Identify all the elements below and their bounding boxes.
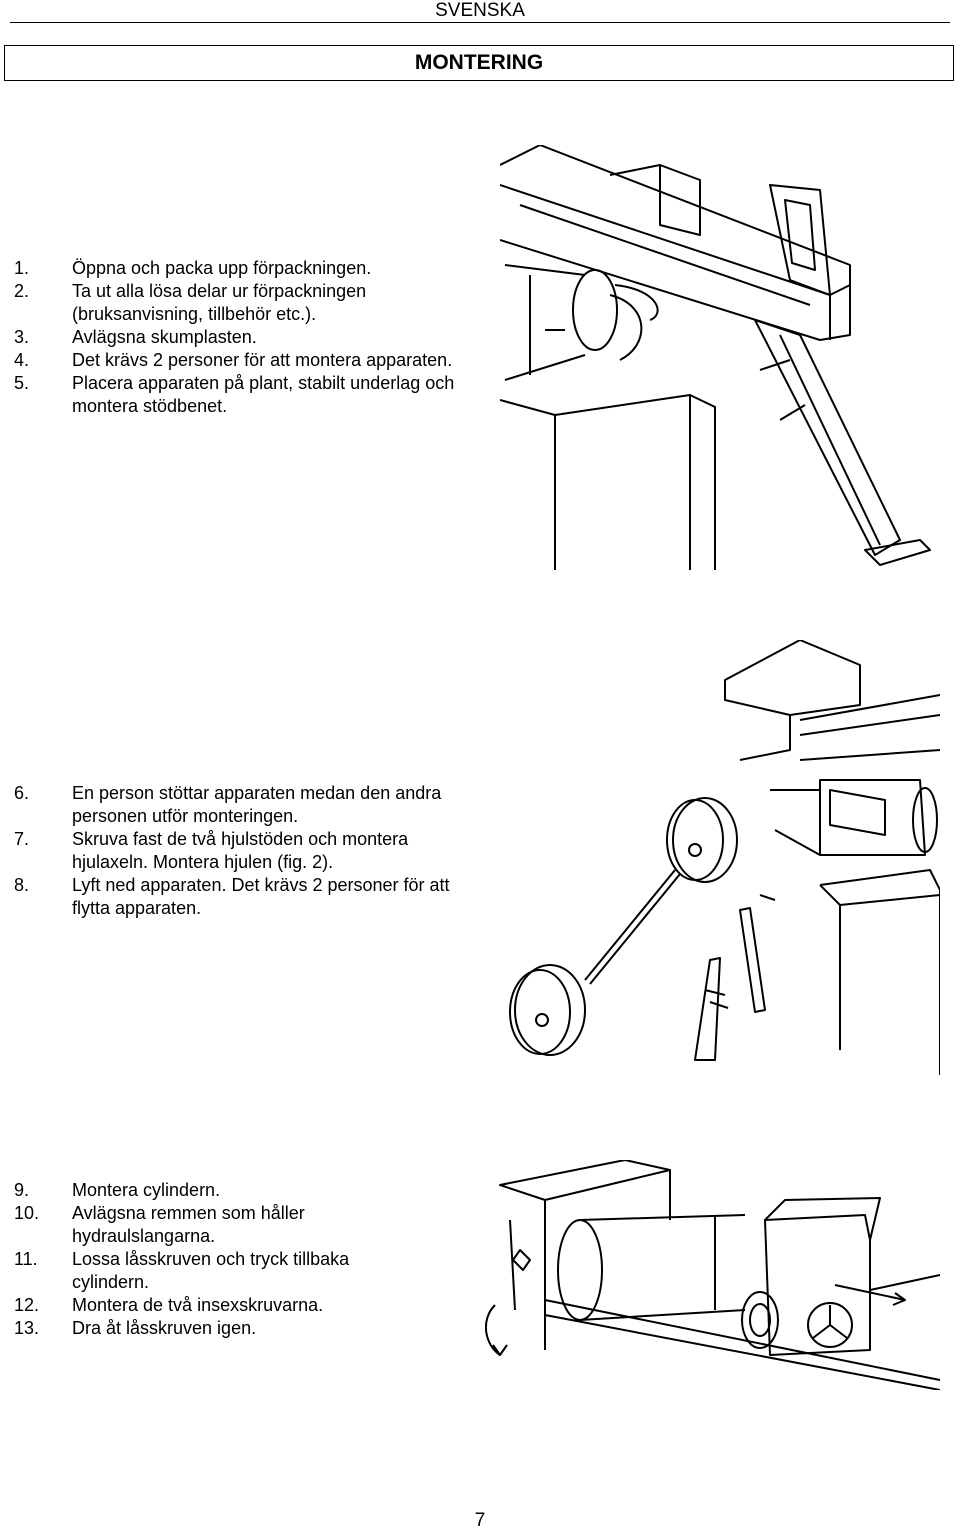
step-number: 2. [14, 281, 30, 301]
step-number: 4. [14, 350, 30, 370]
step-text: Det krävs 2 personer för att montera app… [72, 350, 453, 370]
cylinder-illustration [485, 1160, 940, 1390]
step-number: 5. [14, 373, 30, 393]
step-item: 9. Montera cylindern. [14, 1179, 394, 1202]
step-text: Öppna och packa upp förpackningen. [72, 258, 372, 278]
step-number: 9. [14, 1180, 30, 1200]
header-rule [10, 22, 950, 23]
page-title: MONTERING [414, 51, 544, 74]
wheels-illustration [509, 640, 940, 1075]
step-text: Ta ut alla lösa delar ur förpackningen (… [72, 281, 367, 324]
step-item: 3. Avlägsna skumplasten. [14, 326, 474, 349]
step-number: 13. [14, 1318, 40, 1338]
step-text: Placera apparaten på plant, stabilt unde… [72, 373, 455, 416]
language-header: SVENSKA [435, 0, 525, 21]
step-item: 12. Montera de två insexskruvarna. [14, 1294, 394, 1317]
step-text: Avlägsna skumplasten. [72, 327, 257, 347]
step-item: 10. Avlägsna remmen som håller hydraulsla… [14, 1202, 394, 1248]
step-item: 6. En person stöttar apparaten medan den … [14, 782, 454, 828]
step-item: 1. Öppna och packa upp förpackningen. [14, 257, 474, 280]
step-text: Montera de två insexskruvarna. [72, 1295, 324, 1315]
steps-list-2: 6. En person stöttar apparaten medan den … [14, 782, 454, 920]
step-number: 11. [14, 1249, 38, 1269]
step-text: Skruva fast de två hjulstöden och monter… [72, 829, 409, 872]
steps-list-1: 1. Öppna och packa upp förpackningen. 2. T… [14, 257, 474, 418]
step-item: 8. Lyft ned apparaten. Det krävs 2 person… [14, 874, 454, 920]
step-item: 2. Ta ut alla lösa delar ur förpackningen… [14, 280, 474, 326]
step-item: 7. Skruva fast de två hjulstöden och mont… [14, 828, 454, 874]
step-number: 12. [14, 1295, 40, 1315]
step-item: 5. Placera apparaten på plant, stabilt un… [14, 372, 474, 418]
step-number: 1. [14, 258, 30, 278]
step-number: 7. [14, 829, 30, 849]
step-item: 4. Det krävs 2 personer för att montera a… [14, 349, 474, 372]
step-text: Lossa låsskruven och tryck tillbaka cyli… [72, 1249, 350, 1292]
step-number: 6. [14, 783, 30, 803]
step-text: Dra åt låsskruven igen. [72, 1318, 257, 1338]
step-text: Montera cylindern. [72, 1180, 221, 1200]
step-item: 11. Lossa låsskruven och tryck tillbaka c… [14, 1248, 394, 1294]
steps-list-3: 9. Montera cylindern. 10. Avlägsna remmen … [14, 1179, 394, 1340]
title-box: MONTERING [4, 45, 954, 81]
step-number: 8. [14, 875, 30, 895]
step-number: 10. [14, 1203, 40, 1223]
step-text: En person stöttar apparaten medan den an… [72, 783, 442, 826]
step-text: Lyft ned apparaten. Det krävs 2 personer… [72, 875, 450, 918]
step-text: Avlägsna remmen som håller hydraulslanga… [72, 1203, 305, 1246]
step-item: 13. Dra åt låsskruven igen. [14, 1317, 394, 1340]
page-number: 7 [474, 1510, 486, 1531]
support-leg-illustration [500, 145, 931, 570]
step-number: 3. [14, 327, 30, 347]
